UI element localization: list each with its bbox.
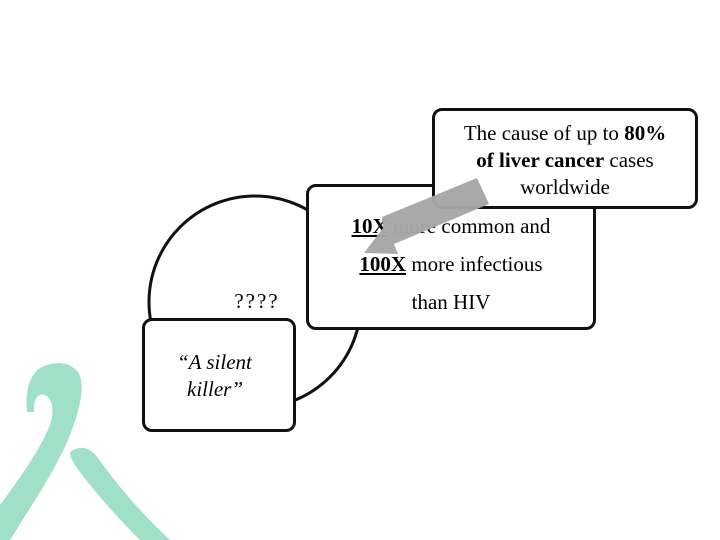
pointer-arrow — [0, 0, 720, 540]
